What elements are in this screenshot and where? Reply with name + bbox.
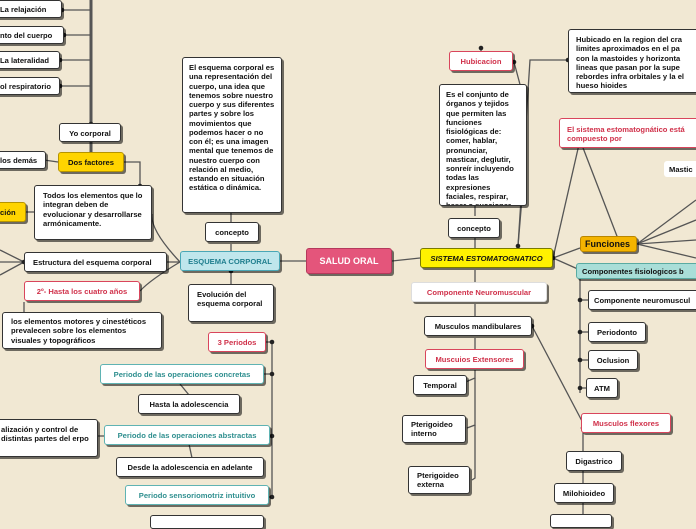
node-cuerpo[interactable]: nto del cuerpo: [0, 26, 64, 44]
node-cut-bottom[interactable]: [150, 515, 264, 529]
node-concepto-left[interactable]: concepto: [205, 222, 259, 242]
node-ubicacion[interactable]: Hubicacion: [449, 51, 513, 71]
node-estructura[interactable]: Estructura del esquema corporal: [24, 252, 167, 272]
node-todos-elementos[interactable]: Todos los elementos que lo integran debe…: [34, 185, 152, 240]
node-periodonto[interactable]: Periodonto: [588, 322, 646, 342]
node-compuesto[interactable]: El sistema estomatognático está compuest…: [559, 118, 696, 148]
node-relajacion[interactable]: La relajación: [0, 0, 62, 18]
node-pterigoideo-externo[interactable]: Pterigoideo externa: [408, 466, 470, 494]
node-lateralidad[interactable]: La lateralidad: [0, 51, 60, 69]
node-componente-neuromuscular[interactable]: Componente Neuromuscular: [411, 282, 547, 302]
node-definicion-sistema[interactable]: Es el conjunto de órganos y tejidos que …: [439, 84, 527, 206]
node-concepto-right[interactable]: concepto: [448, 218, 500, 238]
node-musculos-mandibulares[interactable]: Musculos mandibulares: [424, 316, 532, 336]
node-milohioideo[interactable]: Milohioideo: [554, 483, 614, 503]
node-tres-periodos[interactable]: 3 Periodos: [208, 332, 266, 352]
node-esquema-corporal[interactable]: ESQUEMA CORPORAL: [180, 251, 280, 271]
node-definicion-esquema[interactable]: El esquema corporal es una representació…: [182, 57, 282, 213]
node-sistema-estomatognatico[interactable]: SISTEMA ESTOMATOGNATICO: [420, 248, 553, 268]
node-dos-factores[interactable]: Dos factores: [58, 152, 124, 172]
node-oclusion[interactable]: Oclusion: [588, 350, 638, 370]
node-temporal[interactable]: Temporal: [413, 375, 467, 395]
node-mastic[interactable]: Mastic: [664, 161, 696, 177]
node-atm[interactable]: ATM: [586, 378, 618, 398]
central-node-salud-oral[interactable]: SALUD ORAL: [306, 248, 392, 274]
node-pterigoideo-interno[interactable]: Pterigoideo interno: [402, 415, 466, 443]
node-realizacion[interactable]: alización y control de distintas partes …: [0, 419, 98, 457]
node-los-demas[interactable]: los demás: [0, 151, 46, 169]
node-musculos-flexores[interactable]: Musculos flexores: [581, 413, 671, 433]
node-periodo-abstractas[interactable]: Periodo de las operaciones abstractas: [104, 425, 270, 445]
node-desde-adolescencia[interactable]: Desde la adolescencia en adelante: [116, 457, 264, 477]
node-respiratorio[interactable]: ol respiratorio: [0, 77, 60, 95]
node-elementos-motores[interactable]: los elementos motores y cinestéticos pre…: [2, 312, 162, 349]
node-hasta-cuatro[interactable]: 2º- Hasta los cuatro años: [24, 281, 140, 301]
node-cut-bottom-right[interactable]: [550, 514, 612, 528]
node-cion[interactable]: ción: [0, 202, 26, 222]
node-ubicacion-texto[interactable]: Hubicado en la region del cra limites ap…: [568, 29, 696, 93]
node-periodo-concretas[interactable]: Periodo de las operaciones concretas: [100, 364, 264, 384]
node-musculos-extensores[interactable]: Muscuios Extensores: [425, 349, 524, 369]
node-componentes-fisiologicos[interactable]: Componentes fisiologicos b: [576, 263, 696, 279]
node-digastrico[interactable]: Digastrico: [566, 451, 622, 471]
node-hasta-adolescencia[interactable]: Hasta la adolescencia: [138, 394, 240, 414]
node-periodo-sensoriomotriz[interactable]: Periodo sensoriomotriz intuitivo: [125, 485, 269, 505]
node-yo-corporal[interactable]: Yo corporal: [59, 123, 121, 142]
node-funciones[interactable]: Funciones: [580, 236, 637, 252]
node-evolucion[interactable]: Evolución del esquema corporal: [188, 284, 274, 322]
node-componente-neuromuscular-right[interactable]: Componente neuromuscul: [588, 290, 696, 310]
